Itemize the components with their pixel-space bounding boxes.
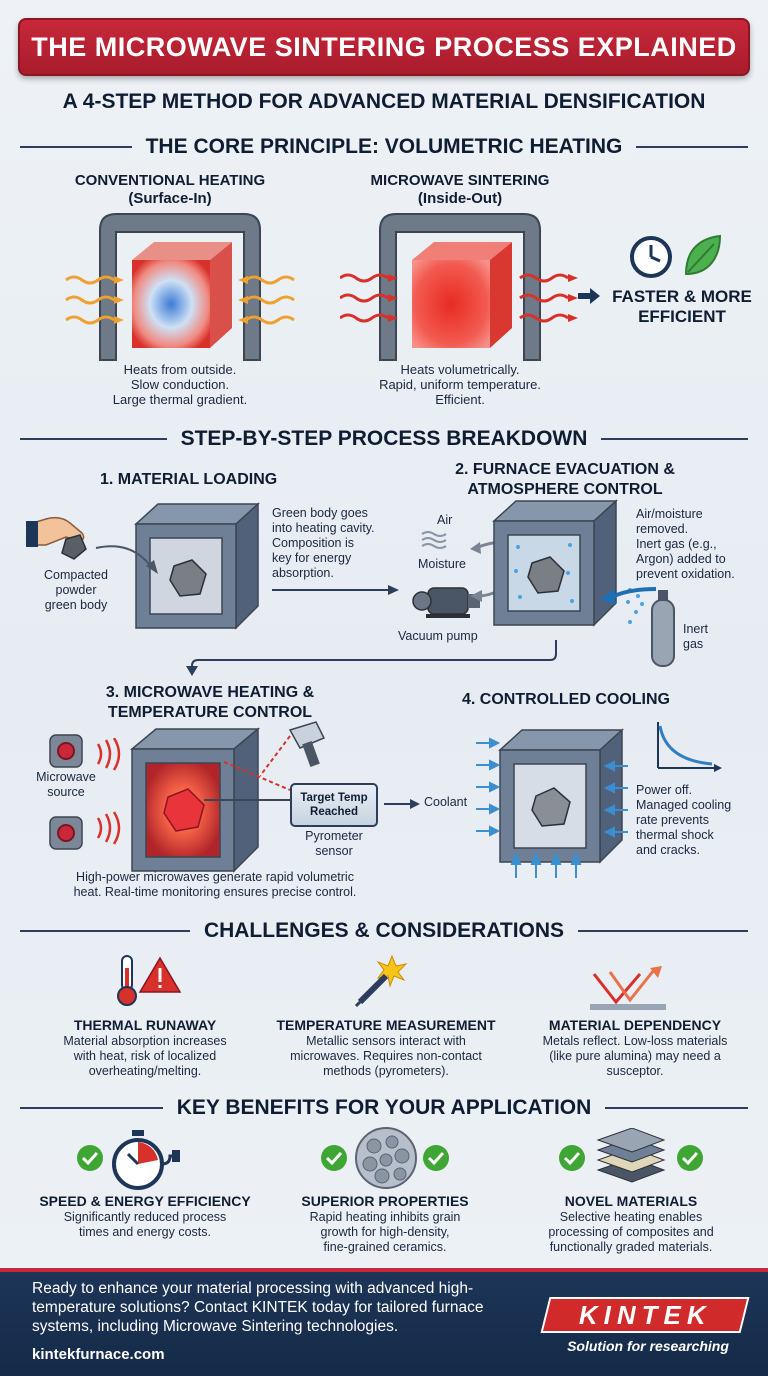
coolant-arrows-bottom (510, 852, 582, 878)
page-subtitle: A 4-STEP METHOD FOR ADVANCED MATERIAL DE… (62, 90, 706, 113)
microwave-title: MICROWAVE SINTERING (Inside-Out) (370, 172, 550, 207)
evacuation-furnace (492, 499, 618, 627)
coolant-arrows-right (604, 760, 628, 838)
step3-to-step4-arrow (384, 799, 420, 809)
step3-title: 3. MICROWAVE HEATING & TEMPERATURE CONTR… (105, 684, 315, 721)
thermometer-warning-icon (117, 955, 182, 1006)
microwave-emission-icon (96, 738, 121, 845)
footer-cta: Ready to enhance your material processin… (32, 1280, 484, 1335)
magnetron-icon (49, 816, 83, 850)
arrow-right-icon (578, 288, 600, 304)
stopwatch-plug-icon (112, 1130, 180, 1190)
check-icon (77, 1145, 103, 1171)
step1-to-step2-arrow (272, 585, 399, 595)
loading-furnace (134, 502, 260, 630)
insert-arrow (95, 545, 158, 574)
conventional-heating-illustration (65, 213, 295, 361)
challenge-desc: Metals reflect. Low-loss materials (like… (542, 1034, 728, 1078)
check-icon (559, 1145, 585, 1171)
microwave-source-label: Microwave source (36, 770, 96, 799)
benefit-desc: Selective heating enables processing of … (548, 1210, 714, 1254)
inert-gas-label: Inert gas (683, 622, 709, 651)
logo-tagline: Solution for researching (567, 1338, 729, 1354)
probe-spark-icon (354, 954, 408, 1008)
result-label: FASTER & MORE EFFICIENT (612, 287, 752, 326)
check-icon (677, 1145, 703, 1171)
section-header-challenges: CHALLENGES & CONSIDERATIONS (20, 916, 749, 946)
benefit-title: NOVEL MATERIALS (564, 1193, 698, 1209)
step1-title: 1. MATERIAL LOADING (100, 471, 278, 488)
challenge-title: THERMAL RUNAWAY (73, 1017, 217, 1033)
conventional-desc: Heats from outside. Slow conduction. Lar… (112, 362, 248, 407)
coolant-arrows-left (476, 737, 500, 837)
gas-inflow-arrow (600, 587, 657, 605)
section-header-process: STEP-BY-STEP PROCESS BREAKDOWN (20, 424, 748, 454)
benefit-desc: Rapid heating inhibits grain growth for … (309, 1210, 461, 1254)
section-header-benefits: KEY BENEFITS FOR YOUR APPLICATION (20, 1093, 749, 1123)
section-title: STEP-BY-STEP PROCESS BREAKDOWN (180, 427, 588, 450)
microwave-heating-illustration (340, 213, 578, 361)
clock-icon (630, 236, 672, 278)
gas-cylinder-icon (651, 590, 675, 667)
benefit-title: SPEED & ENERGY EFFICIENCY (39, 1193, 251, 1209)
challenge-title: MATERIAL DEPENDENCY (548, 1017, 722, 1033)
layered-materials-icon (596, 1128, 666, 1183)
step2-title: 2. FURNACE EVACUATION & ATMOSPHERE CONTR… (455, 461, 675, 498)
challenge-title: TEMPERATURE MEASUREMENT (276, 1017, 496, 1033)
microwave-desc: Heats volumetrically. Rapid, uniform tem… (379, 362, 541, 407)
cooling-furnace (498, 728, 624, 864)
challenge-desc: Metallic sensors interact with microwave… (290, 1034, 482, 1078)
hand-icon (26, 516, 87, 560)
check-icon (423, 1145, 449, 1171)
logo-text: KINTEK (578, 1299, 712, 1330)
page-title: THE MICROWAVE SINTERING PROCESS EXPLAINE… (31, 31, 737, 62)
benefit-title: SUPERIOR PROPERTIES (301, 1193, 469, 1209)
conventional-title: CONVENTIONAL HEATING (Surface-In) (74, 172, 266, 207)
grain-structure-icon (355, 1127, 417, 1189)
magnetron-icon (49, 734, 83, 768)
website-link[interactable]: kintekfurnace.com (32, 1346, 165, 1363)
check-icon (321, 1145, 347, 1171)
benefit-desc: Significantly reduced process times and … (63, 1210, 227, 1239)
title-banner: THE MICROWAVE SINTERING PROCESS EXPLAINE… (18, 18, 750, 76)
target-temp-badge: Target Temp Reached (290, 783, 378, 827)
section-title: THE CORE PRINCIPLE: VOLUMETRIC HEATING (145, 135, 623, 158)
air-label: Air (437, 513, 453, 527)
step1-desc: Green body goes into heating cavity. Com… (272, 506, 375, 580)
step3-desc: High-power microwaves generate rapid vol… (73, 870, 357, 899)
green-body-label: Compacted powder green body (44, 568, 108, 612)
step4-desc: Power off. Managed cooling rate prevents… (636, 783, 732, 857)
step2-to-step3-connector (186, 640, 557, 676)
reflection-icon (590, 966, 666, 1010)
sensor-link (204, 761, 291, 801)
cooling-curve-icon (657, 722, 722, 772)
coolant-label: Coolant (424, 795, 468, 809)
pyrometer-label: Pyrometer sensor (305, 829, 363, 858)
vacuum-pump-label: Vacuum pump (398, 629, 478, 643)
leaf-icon (684, 234, 722, 276)
air-wave-icon (421, 531, 447, 549)
moisture-label: Moisture (418, 557, 466, 571)
pyrometer-icon (260, 721, 326, 777)
step2-desc: Air/moisture removed. Inert gas (e.g., A… (636, 507, 735, 581)
kintek-logo[interactable]: KINTEK (540, 1297, 750, 1333)
challenge-desc: Material absorption increases with heat,… (63, 1034, 227, 1078)
step4-title: 4. CONTROLLED COOLING (462, 691, 670, 708)
section-title: KEY BENEFITS FOR YOUR APPLICATION (176, 1096, 592, 1119)
section-title: CHALLENGES & CONSIDERATIONS (203, 919, 565, 942)
section-header-principle: THE CORE PRINCIPLE: VOLUMETRIC HEATING (20, 132, 749, 162)
